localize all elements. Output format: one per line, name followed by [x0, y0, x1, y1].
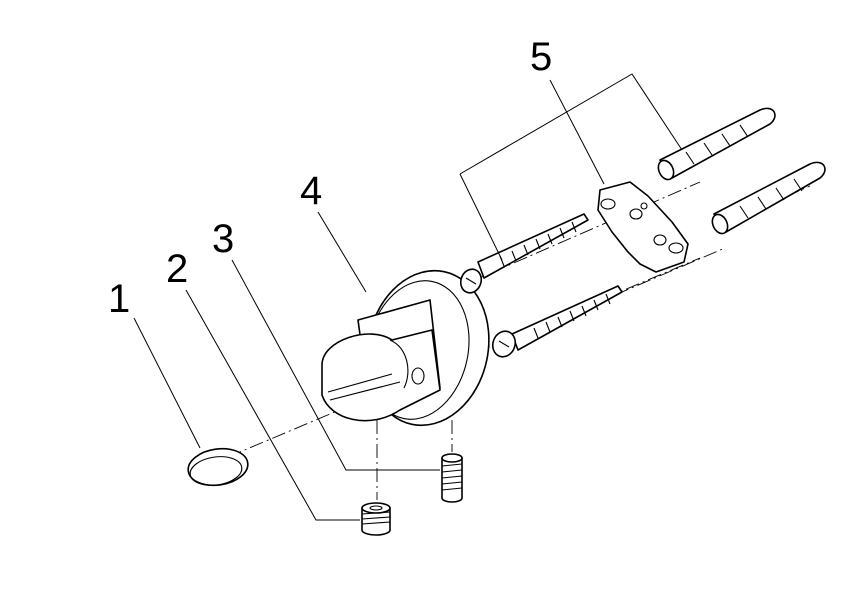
part-pin [441, 453, 463, 503]
mounting-plate [597, 181, 689, 273]
callout-1: 1 [108, 277, 130, 321]
callout-labels: 1 2 3 4 5 [108, 35, 552, 321]
callout-5: 5 [530, 35, 552, 79]
part-fixing-set [459, 107, 826, 358]
part-cover-cap [187, 447, 249, 487]
callout-4: 4 [300, 169, 322, 213]
leader-lines [133, 73, 683, 521]
part-grub-screw [361, 502, 391, 536]
screw-upper [459, 213, 589, 294]
wall-plug-upper [657, 107, 776, 181]
callout-2: 2 [166, 247, 188, 291]
part-holder-body [321, 269, 490, 427]
wall-plug-lower [711, 161, 826, 235]
callout-3: 3 [212, 217, 234, 261]
screw-lower [491, 285, 623, 358]
